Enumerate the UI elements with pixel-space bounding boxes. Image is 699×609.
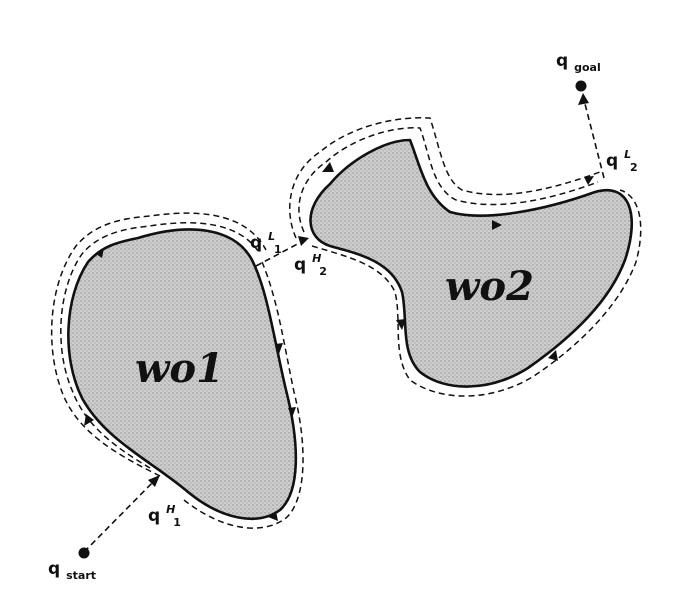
obstacle-wo1-shape: [67, 228, 298, 521]
arrow-start-to-q1H: [148, 475, 160, 487]
label-q1H: q H 1: [148, 498, 181, 529]
start-point-dot: [78, 547, 90, 559]
dir-arrow-wo2-lower: [396, 319, 406, 330]
label-q-start: q start: [48, 559, 96, 582]
label-q1H-sub: 1: [173, 516, 181, 529]
dir-arrow-wo1-top: [96, 248, 104, 258]
dir-arrow-wo2-middle: [492, 220, 502, 230]
label-q2L-sub: 2: [630, 161, 638, 174]
label-q-goal-sub: goal: [574, 61, 601, 74]
label-q2L: q L 2: [606, 143, 638, 174]
label-q2L-sup: L: [624, 148, 631, 161]
leg-q2L-to-goal: [583, 99, 605, 179]
dir-arrow-wo1-bottom: [268, 511, 278, 521]
dir-arrow-wo1-left: [84, 414, 94, 426]
label-q2H-sup: H: [312, 252, 321, 265]
label-q1L-base: q: [250, 233, 262, 253]
wo1-boundary-path-outer: [50, 212, 267, 477]
label-q1H-base: q: [148, 506, 160, 526]
goal-point-dot: [575, 80, 587, 92]
label-q2H: q H 2: [294, 247, 327, 278]
label-q-start-sub: start: [66, 569, 96, 582]
arrow-q2L-to-goal: [578, 93, 589, 105]
label-q-goal-base: q: [556, 51, 568, 71]
dir-arrow-wo1-right1: [275, 343, 283, 354]
obstacle-wo2-label: wo2: [445, 263, 534, 310]
dir-arrow-wo2-bottom: [548, 350, 558, 361]
label-q2L-base: q: [606, 151, 618, 171]
label-q1L-sub: 1: [274, 243, 282, 256]
label-q1L-sup: L: [268, 230, 275, 243]
wo2-boundary-path-inner: [298, 127, 599, 233]
label-q2H-sub: 2: [319, 265, 327, 278]
dir-arrow-wo2-right: [584, 176, 594, 185]
label-q-start-base: q: [48, 559, 60, 579]
arrow-q1L-to-q2H: [298, 236, 309, 246]
obstacle-wo1-label: wo1: [135, 345, 224, 392]
label-q-goal: q goal: [556, 51, 601, 74]
obstacle-wo2-shape: [309, 138, 633, 388]
wo2-boundary-path-lower: [311, 189, 642, 397]
leg-start-to-q1H: [83, 479, 156, 553]
label-q1H-sup: H: [166, 503, 175, 516]
wo2-boundary-path-outer: [289, 117, 601, 239]
wo1-boundary-path-right: [183, 261, 304, 529]
dir-arrow-wo2-top: [322, 162, 334, 172]
label-q2H-base: q: [294, 255, 306, 275]
dir-arrow-wo1-right2: [288, 407, 296, 418]
label-q1L: q L 1: [250, 225, 282, 256]
